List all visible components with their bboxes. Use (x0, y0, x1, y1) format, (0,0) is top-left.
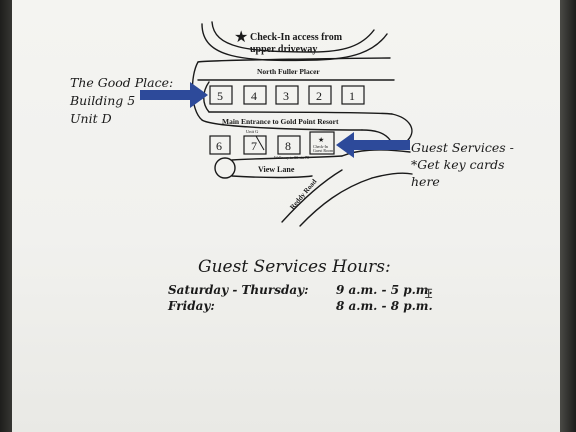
map-road-top-outer (201, 23, 388, 62)
bottom-buildings: 6 7 8 Unit G Walkway to 80 via 78 ★ Chec… (209, 129, 335, 160)
good-place-line1: The Good Place: (70, 75, 174, 90)
monitor-bezel-right (560, 0, 576, 432)
checkin-box-line1: Check-In (313, 144, 328, 149)
checkin-building (309, 131, 335, 155)
hours-row2-time: 8 a.m. - 8 p.m. (336, 299, 433, 313)
map-cul-de-sac (214, 157, 236, 179)
building-4 (243, 85, 267, 105)
building-8-label: 8 (285, 139, 291, 153)
guest-services-line1: Guest Services - (411, 140, 514, 155)
good-place-line3: Unit D (70, 111, 112, 126)
map-road-top-inner (211, 21, 375, 53)
building-2-label: 2 (316, 89, 322, 103)
map-road-main-bottom (201, 119, 363, 131)
building-5 (209, 85, 233, 105)
hours-title: Guest Services Hours: (198, 257, 391, 277)
building-7 (243, 135, 267, 155)
walkway-label: Walkway to 80 via 78 (274, 155, 309, 160)
checkin-access-line2: upper driveway (250, 44, 317, 55)
checkin-access-line1: Check-In access from (250, 32, 343, 43)
map-road-main-top (208, 111, 393, 115)
building-8 (277, 135, 301, 155)
map-road-right (391, 113, 413, 141)
building-3 (275, 85, 299, 105)
map-road-guest-right (341, 149, 411, 157)
building-6 (209, 135, 231, 155)
map-road-view-lane-top (231, 155, 343, 161)
reddy-road-label: Reddy Road (288, 178, 318, 212)
building-1 (341, 85, 365, 105)
building-6-label: 6 (216, 139, 222, 153)
guest-services-label: Guest Services - *Get key cards here (411, 139, 514, 190)
guest-services-line2: *Get key cards (411, 157, 505, 172)
checkin-star-icon: ★ (318, 136, 324, 144)
arrow-to-guest-services (336, 132, 410, 158)
unit-g-pointer (255, 135, 265, 151)
arrow-to-building-5 (140, 82, 208, 108)
hours-row2-day: Friday: (168, 299, 215, 313)
resort-map: ★ Check-In access from upper driveway No… (140, 21, 413, 227)
building-7-label: 7 (251, 139, 257, 153)
building-2 (308, 85, 332, 105)
text-cursor-icon: Ɪ (425, 287, 433, 302)
map-road-north-fuller-top (197, 57, 391, 63)
building-3-label: 3 (283, 89, 289, 103)
map-road-view-lane-bottom (231, 175, 313, 179)
guest-services-line3: here (411, 174, 440, 189)
top-buildings: 5 4 3 2 1 (209, 85, 365, 105)
unit-g-label: Unit G (246, 129, 259, 134)
building-1-label: 1 (349, 89, 355, 103)
map-road-reddy-left (281, 169, 343, 223)
document-screen: ★ Check-In access from upper driveway No… (12, 0, 562, 432)
map-road-guest-lower (371, 172, 413, 179)
hours-row1-time: 9 a.m. - 5 p.m. (336, 283, 433, 297)
map-road-reddy-right (299, 177, 373, 227)
star-icon: ★ (234, 27, 248, 46)
north-fuller-label: North Fuller Placer (257, 67, 320, 76)
checkin-box-line2: Guest Room (313, 148, 334, 153)
good-place-label: The Good Place: Building 5 Unit D (70, 74, 173, 128)
view-lane-label: View Lane (258, 165, 295, 174)
map-road-right-inner (361, 129, 391, 141)
monitor-bezel-left (0, 0, 14, 432)
main-entrance-label: Main Entrance to Gold Point Resort (222, 117, 339, 126)
good-place-line2: Building 5 (70, 93, 136, 108)
building-5-label: 5 (217, 89, 223, 103)
hours-row1-day: Saturday - Thursday: (168, 283, 309, 297)
building-4-label: 4 (251, 89, 257, 103)
